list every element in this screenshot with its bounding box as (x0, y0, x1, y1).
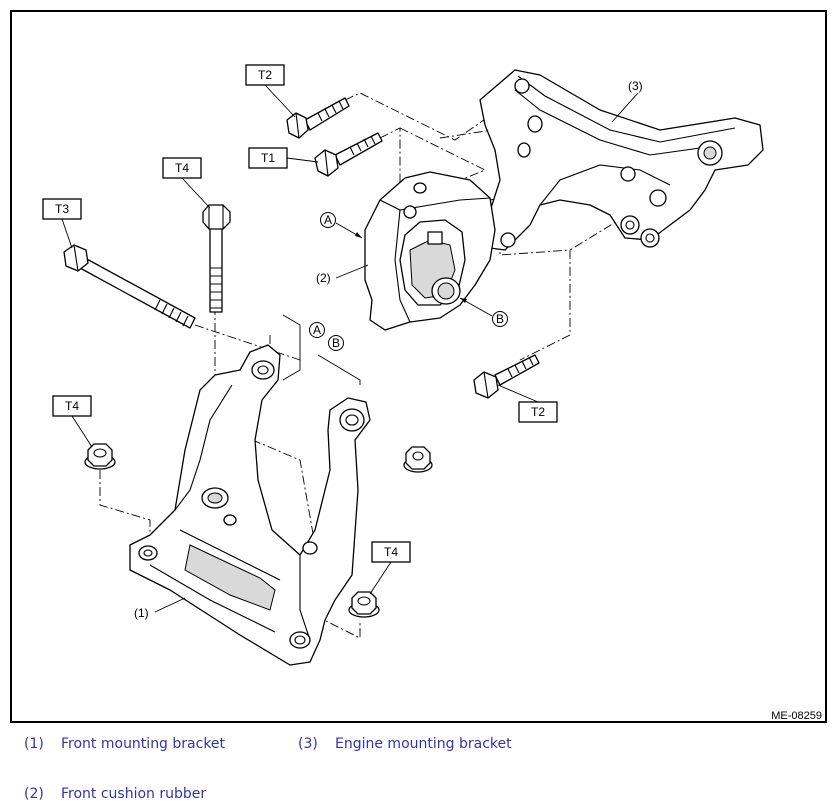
nut-t4-left (84, 443, 116, 470)
nut-t4-right (348, 591, 380, 618)
svg-text:T1: T1 (261, 151, 275, 165)
part-callouts: (3) (2) (1) A B A B (134, 79, 643, 620)
callout-a-lower: A (313, 323, 321, 337)
legend-number: (3) (298, 736, 318, 752)
bolt-t2-lower (473, 354, 540, 399)
torque-tags: T2 T1 T4 T3 T4 T4 T2 (42, 64, 558, 595)
bolt-t4-vertical (202, 204, 231, 313)
bolt-t3-long (63, 244, 196, 329)
callout-part-3: (3) (628, 79, 643, 93)
exploded-view-diagram: T2 T1 T4 T3 T4 T4 T2 (42, 64, 822, 722)
torque-tag-t2-lower: T2 (497, 384, 558, 423)
figure-id: ME-08259 (771, 710, 822, 722)
legend-label: Front cushion rubber (61, 786, 207, 802)
svg-text:T4: T4 (65, 399, 79, 413)
svg-text:T2: T2 (258, 68, 272, 82)
torque-tag-t4-nut-right: T4 (369, 541, 411, 595)
svg-text:T3: T3 (55, 202, 69, 216)
bolt-t2-upper (286, 97, 350, 139)
svg-text:T2: T2 (531, 405, 545, 419)
torque-tag-t4-bolt: T4 (162, 157, 211, 209)
legend-item-1: (1) Front mounting bracket (24, 736, 225, 752)
svg-text:T4: T4 (384, 545, 398, 559)
engine-mounting-bracket (479, 69, 764, 251)
torque-tag-t1: T1 (248, 147, 319, 169)
callout-part-1: (1) (134, 606, 149, 620)
fasteners (63, 97, 540, 618)
front-cushion-rubber (364, 171, 496, 331)
bolt-t1 (314, 132, 383, 177)
legend-number: (2) (24, 786, 44, 802)
torque-tag-t4-nut-left: T4 (52, 395, 93, 448)
reference-flags (282, 314, 361, 385)
torque-tag-t3: T3 (42, 198, 82, 249)
nut-middle (403, 446, 433, 473)
legend-item-3: (3) Engine mounting bracket (298, 736, 512, 752)
legend-number: (1) (24, 736, 44, 752)
torque-tag-t2-upper: T2 (245, 64, 296, 118)
front-mounting-bracket (129, 344, 371, 666)
callout-part-2: (2) (316, 271, 331, 285)
callout-a-upper: A (324, 213, 332, 227)
legend-label: Front mounting bracket (61, 736, 226, 752)
legend-label: Engine mounting bracket (335, 736, 512, 752)
legend-item-2: (2) Front cushion rubber (24, 786, 206, 802)
callout-b-lower: B (332, 336, 340, 350)
svg-text:T4: T4 (175, 161, 189, 175)
callout-b-upper: B (496, 312, 504, 326)
